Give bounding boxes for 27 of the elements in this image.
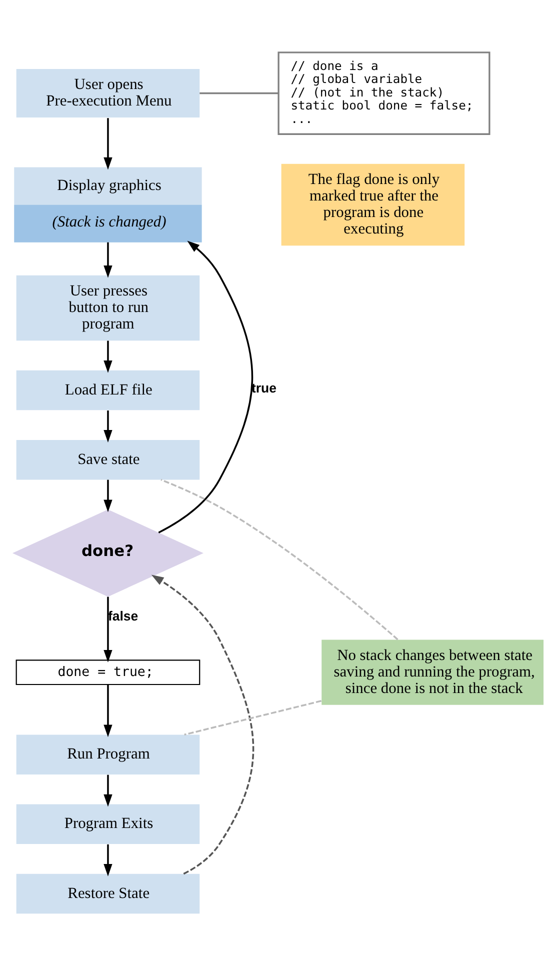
arrow: [104, 774, 112, 806]
node-box: done = true;: [16, 659, 200, 685]
node-box: No stack changes between state saving and running the program, since done is not in the stack: [322, 639, 544, 704]
connector: [160, 478, 398, 640]
node-box: Program Exits: [16, 804, 200, 844]
connector: [200, 92, 278, 94]
node-box: User opens Pre-execution Menu: [16, 68, 200, 118]
arrow: [104, 844, 112, 876]
node-box: Save state: [16, 439, 200, 480]
node-box: User presses button to run program: [16, 274, 200, 340]
node-box: Run Program: [16, 734, 200, 774]
arrow: [104, 410, 112, 442]
connector: [184, 700, 322, 736]
node-box: Restore State: [16, 873, 200, 914]
arrow: [104, 242, 112, 278]
arrow: [104, 340, 112, 372]
arrow: [104, 684, 112, 737]
arrow: [104, 118, 112, 170]
arrow: [104, 596, 112, 662]
node-box: The flag done is only marked true after the program is done executing: [281, 163, 465, 246]
node-box: // done is a // global variable // (not in the stack) static bool done = false; ...: [278, 51, 490, 134]
node-diamond: done?: [12, 509, 204, 596]
arrow: [104, 479, 112, 512]
edge-label: true: [252, 380, 277, 396]
node-box: Load ELF file: [16, 370, 200, 410]
arrow: [158, 240, 254, 533]
arrow: [151, 574, 254, 874]
